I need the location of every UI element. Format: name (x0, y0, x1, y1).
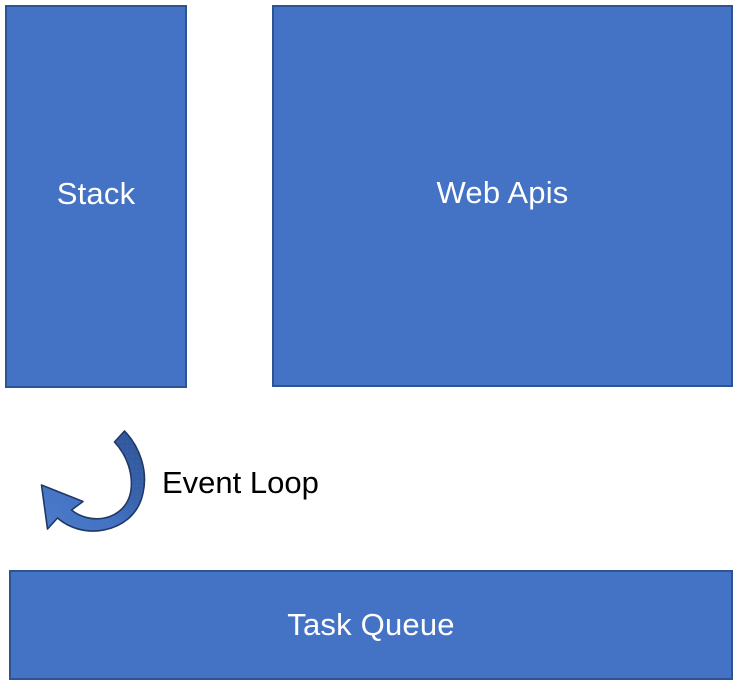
event-loop-label: Event Loop (162, 465, 319, 500)
web-apis-box-label: Web Apis (436, 175, 569, 210)
event-loop-arrow-icon (36, 425, 154, 537)
task-queue-box-label: Task Queue (287, 607, 455, 642)
stack-box[interactable]: Stack (5, 5, 187, 388)
stack-box-label: Stack (56, 175, 136, 211)
web-apis-box[interactable]: Web Apis (272, 5, 733, 387)
task-queue-box[interactable]: Task Queue (9, 570, 733, 680)
